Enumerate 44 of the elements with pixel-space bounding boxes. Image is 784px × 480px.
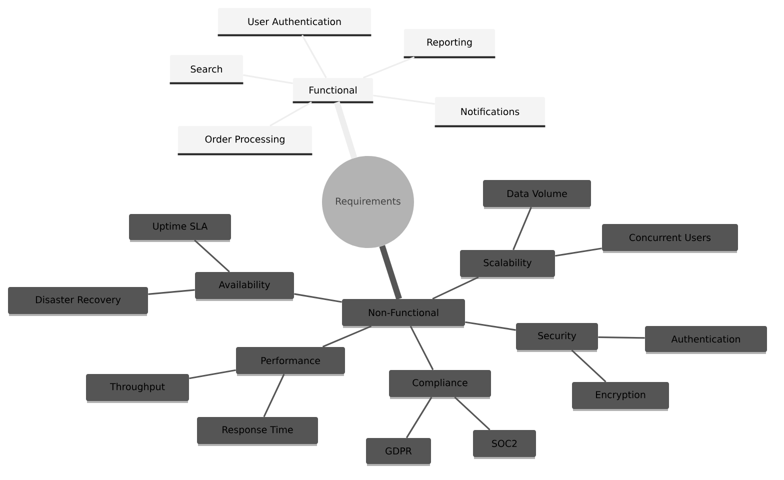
connector-line: [189, 369, 236, 380]
connector-line: [571, 350, 606, 382]
topic-box: Concurrent Users: [602, 224, 738, 253]
topic-box: Reporting: [404, 29, 496, 58]
topic-box: Order Processing: [178, 126, 312, 156]
connector-line: [294, 293, 342, 303]
connector-line: [555, 248, 602, 257]
topic-box: Encryption: [572, 382, 669, 411]
connector-line: [243, 74, 293, 84]
topic-box: Uptime SLA: [129, 214, 231, 242]
topic-box: Authentication: [645, 326, 767, 354]
topic-box: Security: [516, 323, 598, 352]
topic-box: Disaster Recovery: [8, 287, 148, 316]
topic-box: Compliance: [389, 370, 491, 399]
connector-line: [598, 336, 645, 339]
topic-box: User Authentication: [218, 8, 372, 36]
connector-line: [379, 245, 402, 300]
connector-line: [148, 289, 195, 295]
connector-line: [270, 102, 312, 126]
connector-line: [194, 240, 230, 272]
topic-box: Non-Functional: [342, 299, 465, 328]
connector-line: [322, 325, 372, 348]
connector-line: [410, 326, 434, 370]
topic-box: Response Time: [197, 417, 318, 446]
connector-line: [432, 276, 479, 300]
topic-box: Functional: [292, 78, 374, 104]
connector-line: [454, 396, 490, 430]
topic-box: Performance: [236, 347, 345, 376]
connector-line: [406, 396, 432, 438]
topic-box: GDPR: [366, 438, 431, 466]
topic-box: SOC2: [473, 430, 536, 459]
connector-line: [512, 206, 532, 250]
topic-box: Throughput: [86, 374, 189, 403]
topic-box: Data Volume: [483, 180, 591, 209]
connector-line: [362, 56, 415, 79]
connector-line: [302, 34, 327, 78]
topic-box: Scalability: [460, 250, 555, 279]
topic-box: Availability: [195, 272, 294, 301]
topic-box: Notifications: [434, 97, 546, 128]
connector-line: [263, 374, 285, 418]
connector-line: [465, 321, 516, 331]
connector-line: [334, 101, 358, 159]
topic-box: Search: [170, 55, 244, 84]
connector-line: [373, 94, 435, 105]
